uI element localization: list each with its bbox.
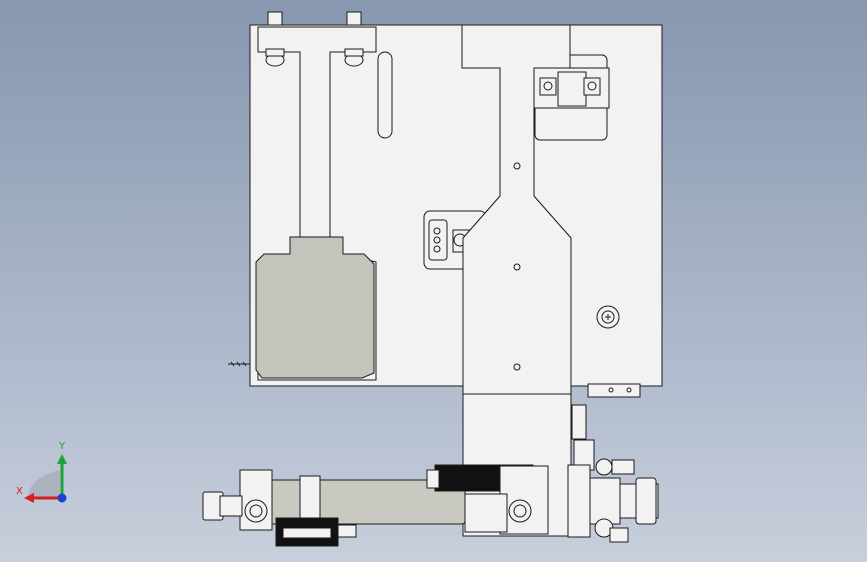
bottom-bracket	[587, 383, 641, 398]
triad-icon	[24, 454, 67, 503]
screw-head-icon	[267, 11, 283, 26]
bracket-hole-icon	[608, 387, 614, 393]
hole-icon	[433, 236, 441, 244]
z-axis-icon	[57, 493, 67, 503]
clamp-pad	[255, 236, 375, 379]
slide-plate-hole-icon	[513, 263, 521, 271]
hex-nut	[567, 464, 591, 538]
triad-plane-icon	[28, 470, 60, 498]
slide-plate-hole-icon	[513, 162, 521, 170]
slide-plate-hole-icon	[513, 363, 521, 371]
coordinate-triad[interactable]: X Y	[10, 440, 80, 510]
hole-icon	[433, 227, 441, 235]
side-fitting	[571, 404, 587, 440]
screw-head-icon	[346, 11, 362, 26]
x-axis-label: X	[16, 486, 23, 497]
dimension-marker	[228, 361, 250, 367]
cylinder-head	[499, 465, 549, 535]
hole-icon	[433, 245, 441, 253]
y-axis-label: Y	[59, 441, 66, 452]
fitting-knob-icon	[595, 458, 613, 476]
adjust-slot	[377, 51, 393, 139]
bracket-hole-icon	[626, 387, 632, 393]
